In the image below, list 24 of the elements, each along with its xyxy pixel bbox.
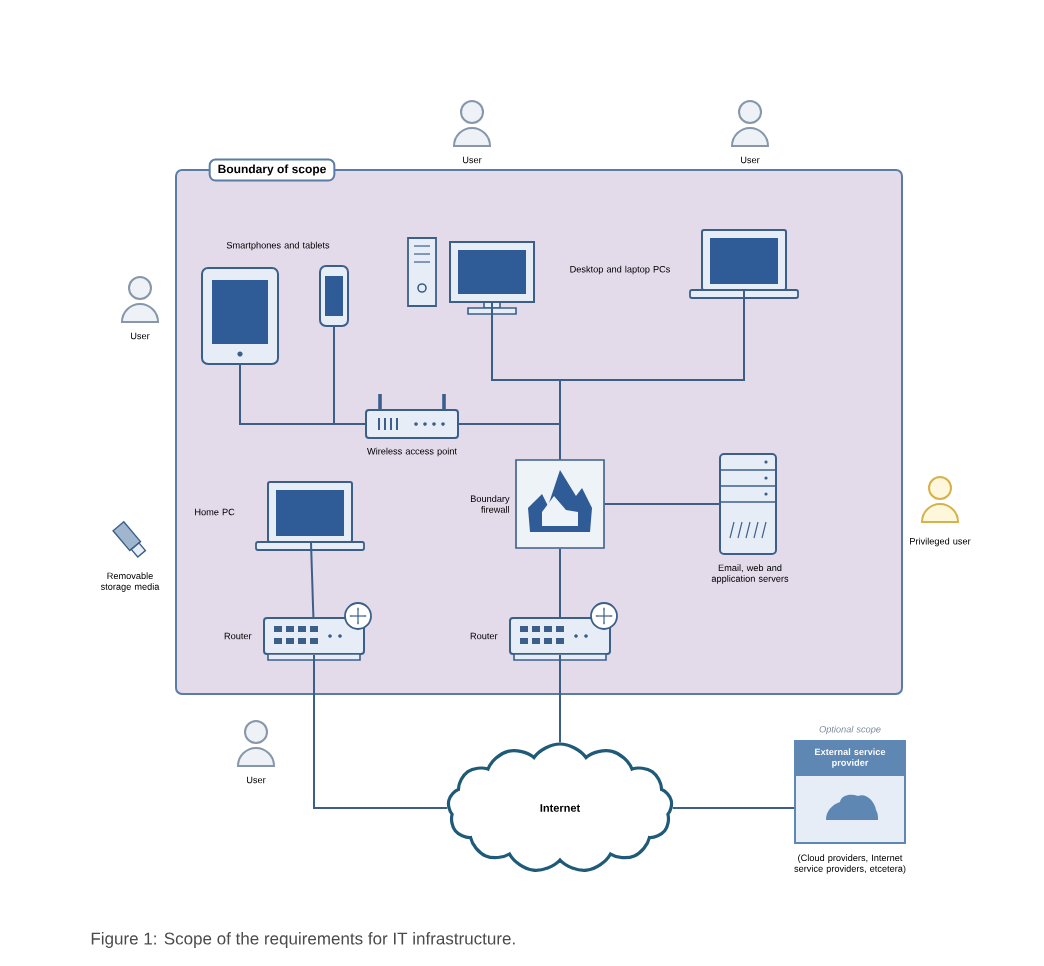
connector-line: [310, 542, 315, 618]
person-icon: [453, 100, 491, 147]
connector-line: [559, 290, 745, 461]
firewall-icon: [515, 459, 605, 549]
smartphone-icon: [319, 265, 349, 327]
person-icon: [921, 476, 959, 523]
laptop-icon: [255, 481, 365, 551]
router-icon: [263, 602, 372, 661]
laptop-icon: [689, 229, 799, 299]
router-icon: [509, 602, 618, 661]
connector-line: [559, 654, 561, 744]
tablet-icon: [201, 267, 279, 365]
wireless-router-icon: [365, 394, 459, 439]
connector-line: [313, 654, 449, 809]
person-icon: [731, 100, 769, 147]
person-icon: [237, 720, 275, 767]
connector-line: [671, 807, 795, 809]
connector-line: [559, 547, 561, 618]
server-icon: [719, 453, 777, 555]
person-icon: [121, 276, 159, 323]
desktop-computer-icon: [407, 237, 535, 315]
connector-line: [603, 503, 720, 505]
figure-caption: Figure 1: Scope of the requirements for IT infrastructure.: [91, 932, 515, 948]
connector-line: [333, 326, 366, 425]
